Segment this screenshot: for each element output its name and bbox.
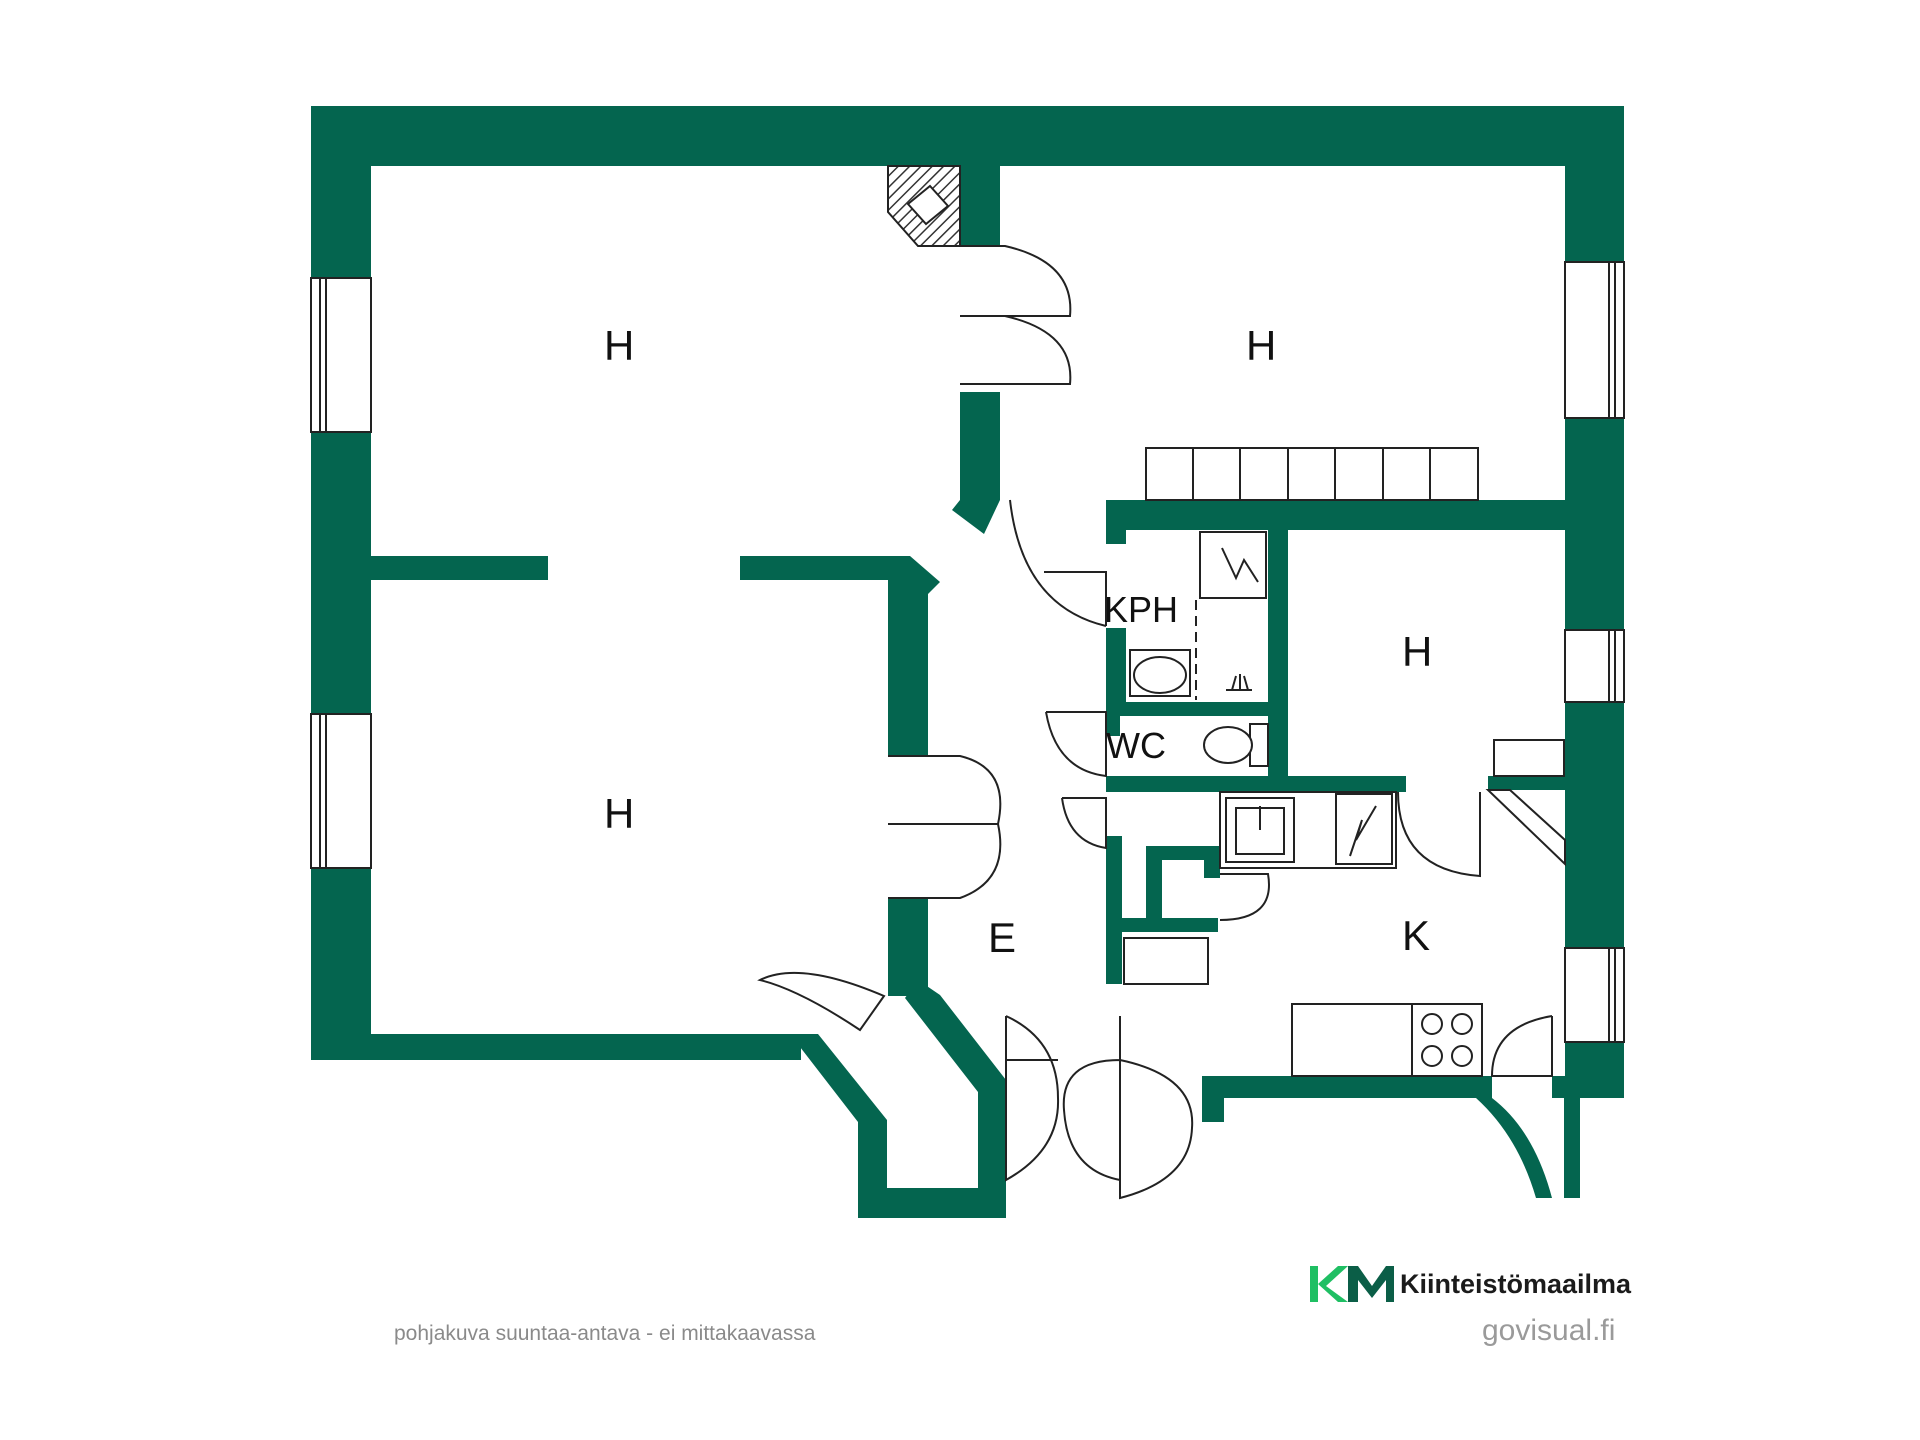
- door-bay: [757, 971, 886, 1032]
- wall-inner-vertical-bottom-left-2: [888, 898, 928, 996]
- wall-kitchen-bottom-stub: [1202, 1076, 1224, 1122]
- door-entrance-2: [1062, 1016, 1194, 1200]
- km-logo-icon: [1310, 1266, 1394, 1302]
- wall-balcony-curve: [1476, 1098, 1552, 1198]
- room-label-kitchen: K: [1402, 912, 1430, 959]
- door-balcony: [1490, 1015, 1553, 1077]
- wall-wc-bottom: [1106, 776, 1406, 792]
- midbed-shelf: [1493, 739, 1565, 777]
- wall-bay-right: [905, 980, 1006, 1218]
- wall-closet-inner: [1146, 846, 1162, 920]
- wall-midbed-bottom-right: [1488, 776, 1565, 790]
- wall-kitchen-bottom: [1202, 1076, 1492, 1098]
- room-label-bedroom-bottom-left: H: [604, 790, 634, 837]
- wall-bath-left-top: [1106, 500, 1126, 544]
- producer-text: govisual.fi: [1482, 1314, 1616, 1347]
- door-top-double: [960, 245, 1072, 318]
- wall-inner-horizontal-left: [371, 556, 548, 580]
- door-bottom-left-double: [888, 755, 1002, 825]
- lightning-icon-kitchen: [1349, 805, 1377, 857]
- toilet-icon: [1203, 723, 1269, 767]
- door-hall-bath: [1009, 499, 1107, 627]
- doors: [757, 245, 1553, 1200]
- wall-closet-left: [1106, 836, 1122, 984]
- shower-icon: [1226, 674, 1252, 691]
- room-label-bathroom: KPH: [1104, 589, 1178, 630]
- door-closet: [1061, 797, 1107, 850]
- room-label-toilet: WC: [1106, 725, 1166, 766]
- kitchen-corner-cabinet: [1485, 789, 1566, 867]
- walls: [311, 106, 1624, 1218]
- wall-wc-left: [1106, 716, 1120, 736]
- door-wc: [1045, 711, 1107, 778]
- brand-name: Kiinteistömaailma: [1400, 1268, 1632, 1299]
- door-closet-2: [1219, 873, 1270, 921]
- wall-closet-mid: [1106, 918, 1218, 932]
- door-kitchen-bedroom: [1397, 791, 1481, 878]
- wall-outer-left-3: [311, 868, 371, 1060]
- wall-kitchen-bottom-right: [1552, 1076, 1624, 1098]
- door-entrance-1: [1005, 1015, 1060, 1182]
- wall-inner-vertical-mid: [952, 392, 1000, 534]
- fireplace-icon: [887, 165, 961, 247]
- wall-balcony-right: [1564, 1092, 1580, 1198]
- wall-bay-left: [790, 1034, 887, 1196]
- wall-outer-top: [311, 106, 1624, 166]
- room-label-hallway: E: [988, 914, 1016, 961]
- disclaimer-text: pohjakuva suuntaa-antava - ei mittakaava…: [394, 1322, 816, 1345]
- room-label-bedroom-top-right: H: [1246, 322, 1276, 369]
- wall-outer-right-1: [1565, 106, 1624, 262]
- wall-inner-vertical-bottom-left-1: [888, 580, 928, 756]
- wall-bath-right: [1268, 530, 1288, 778]
- wall-midbed-bottom: [1398, 776, 1406, 792]
- kitchen-fixtures: [1123, 739, 1566, 1077]
- room-label-bedroom-middle-right: H: [1402, 628, 1432, 675]
- stove-icon: [1411, 1003, 1483, 1077]
- brand-logo: Kiinteistömaailma: [1308, 1262, 1631, 1306]
- wall-bath-bottom: [1106, 702, 1288, 716]
- wall-outer-left-2: [311, 432, 371, 714]
- windows: [310, 261, 1625, 1043]
- room-label-bedroom-top-left: H: [604, 322, 634, 369]
- wall-closet-right: [1204, 846, 1220, 878]
- wall-outer-bottom-left: [311, 1034, 801, 1060]
- room-labels: H H H KPH H WC E K: [604, 322, 1432, 961]
- wall-inner-vertical-top: [960, 166, 1000, 246]
- wall-bath-left-bottom: [1106, 628, 1126, 714]
- lightning-icon: [1221, 547, 1259, 583]
- bath-fixtures: [1129, 531, 1267, 700]
- wall-outer-left-1: [311, 106, 371, 278]
- wall-closet-top: [1146, 846, 1220, 860]
- fridge: [1123, 937, 1209, 985]
- wall-outer-right-2: [1565, 418, 1624, 630]
- wardrobe: [1145, 447, 1479, 501]
- wall-inner-horizontal-right: [740, 556, 890, 580]
- wall-wardrobe-line: [1106, 500, 1565, 530]
- wall-outer-right-3: [1565, 702, 1624, 948]
